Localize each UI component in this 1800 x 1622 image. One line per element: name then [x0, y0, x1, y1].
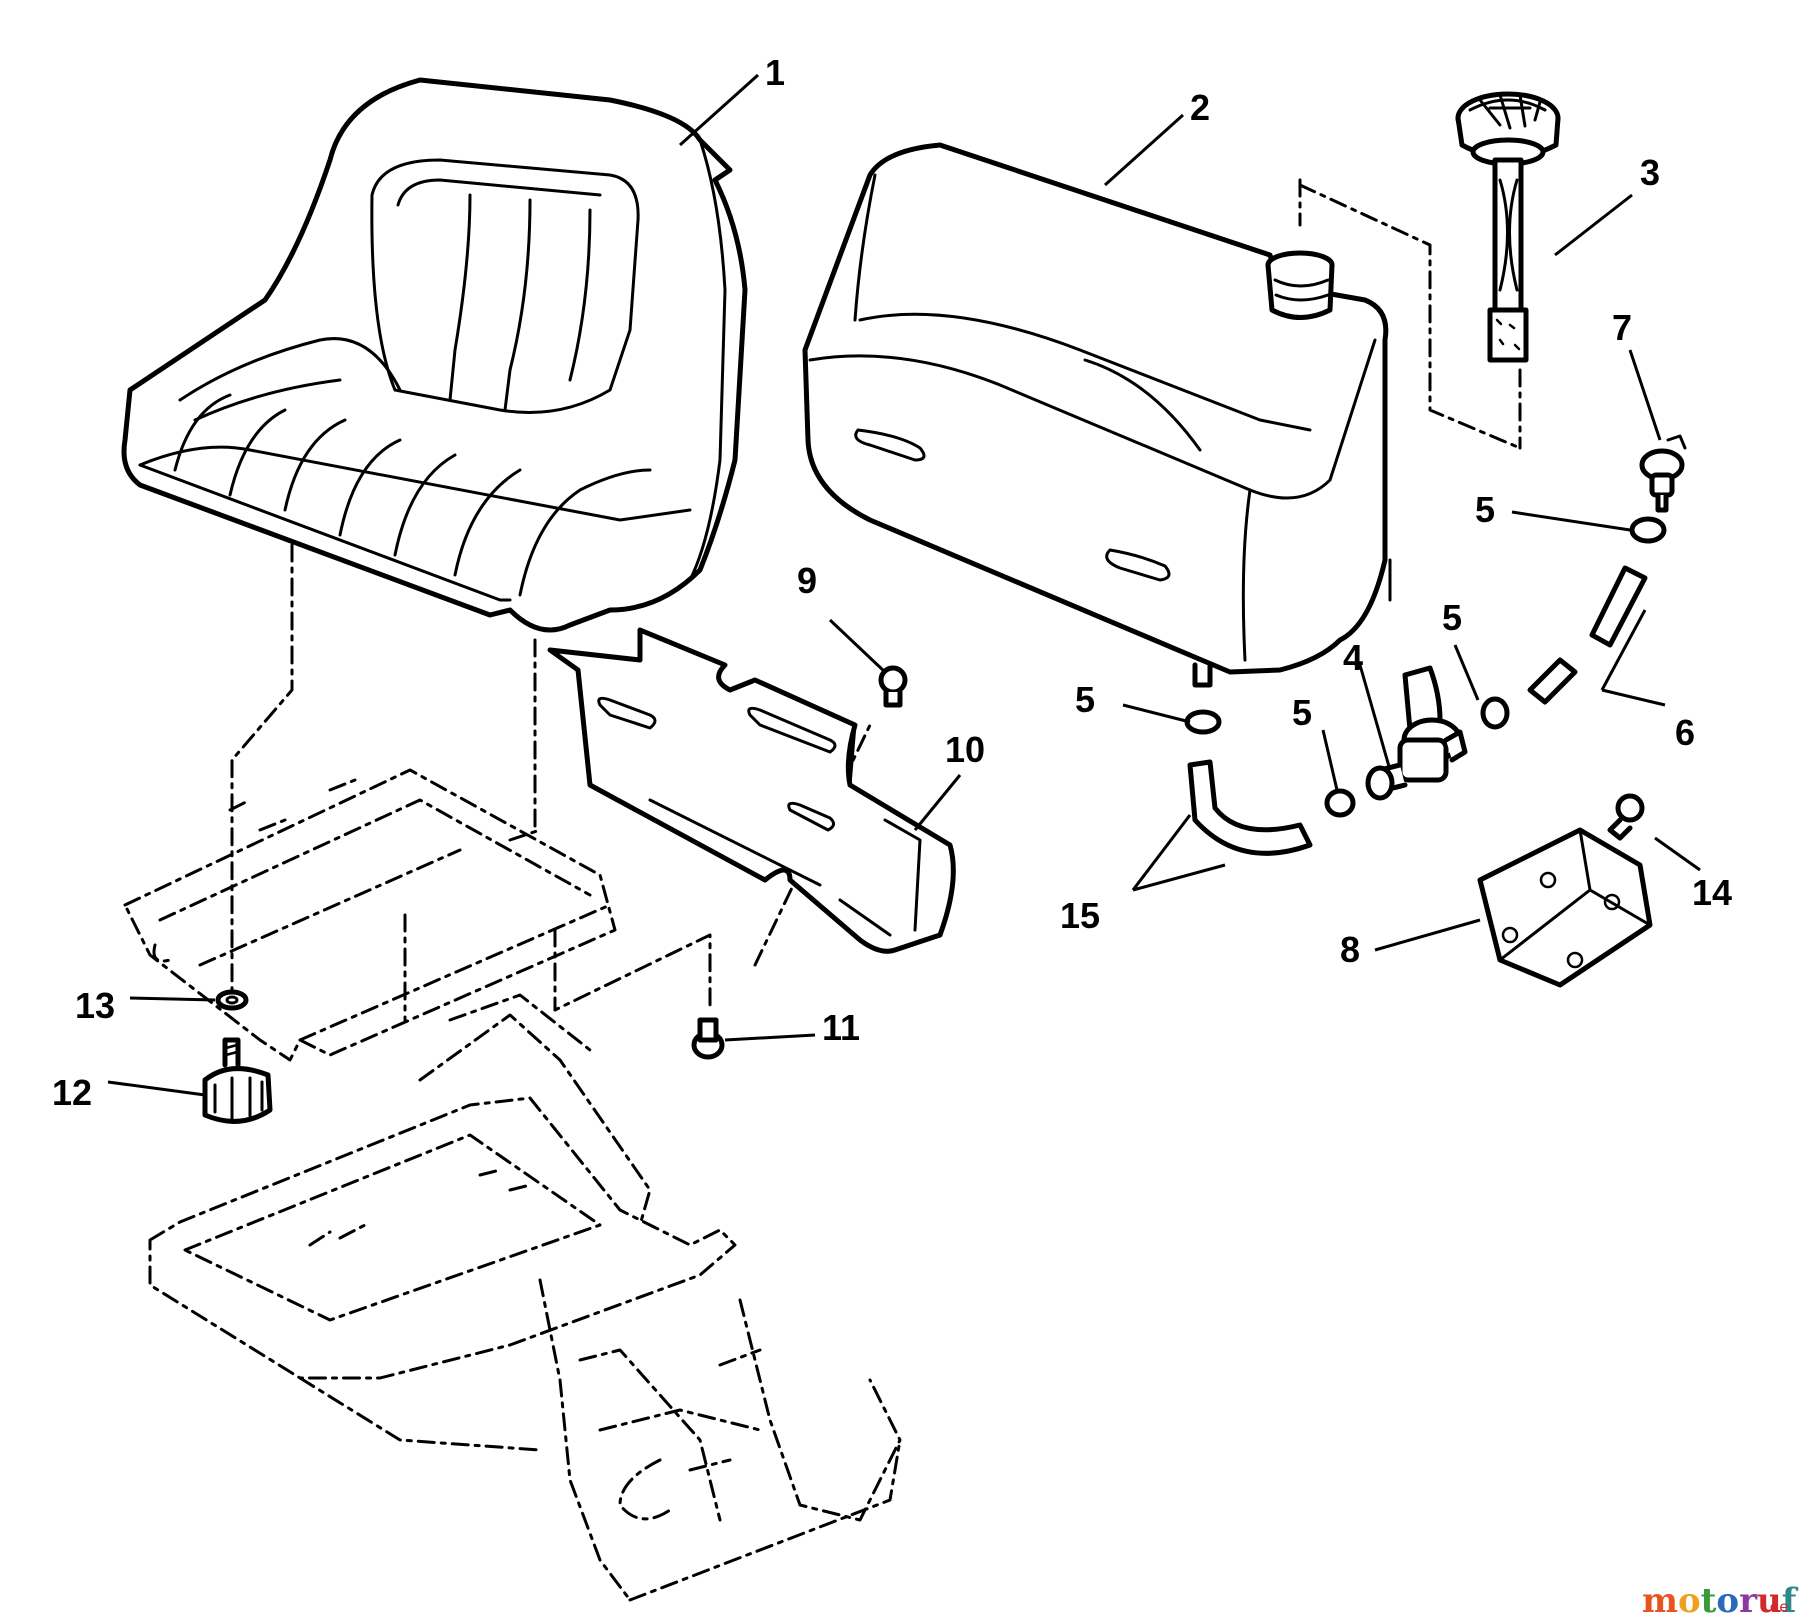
callout-5a: 5 [1475, 489, 1495, 530]
callout-5c: 5 [1075, 679, 1095, 720]
fuel-tank [802, 142, 1392, 688]
hose-clamps [1184, 516, 1667, 818]
fuel-hoses [1187, 565, 1648, 856]
leader-lines [107, 73, 1701, 1097]
callout-11: 11 [822, 1007, 860, 1048]
callout-2: 2 [1190, 87, 1210, 128]
callout-7: 7 [1612, 307, 1632, 348]
callout-14: 14 [1692, 872, 1732, 913]
callout-8: 8 [1340, 929, 1360, 970]
callout-12: 12 [52, 1072, 92, 1113]
vent-fitting [1639, 434, 1687, 513]
callout-13: 13 [75, 985, 115, 1026]
watermark-brand: motoruf [1642, 1581, 1799, 1621]
seat-pan-outline [123, 768, 617, 1062]
callout-5b: 5 [1442, 597, 1462, 638]
callout-1: 1 [765, 52, 785, 93]
svg-text:.de: .de [1765, 1598, 1789, 1616]
tank-bracket [1477, 827, 1653, 988]
callout-10: 10 [945, 729, 985, 770]
fasteners [202, 665, 1645, 1124]
callout-4: 4 [1343, 637, 1363, 678]
callouts: 1 2 3 4 5 5 5 5 6 7 8 9 10 11 12 13 14 1… [52, 52, 1732, 1113]
watermark-logo: motoruf .de [1642, 1581, 1799, 1621]
callout-15: 15 [1060, 895, 1100, 936]
callout-6: 6 [1675, 712, 1695, 753]
seat-support-bracket [547, 627, 956, 954]
frame-outline [148, 993, 902, 1602]
callout-9: 9 [797, 560, 817, 601]
callout-5d: 5 [1292, 692, 1312, 733]
seat [121, 77, 748, 633]
callout-3: 3 [1640, 152, 1660, 193]
fuel-gauge-sender [1455, 91, 1561, 363]
shutoff-valve [1365, 665, 1468, 801]
